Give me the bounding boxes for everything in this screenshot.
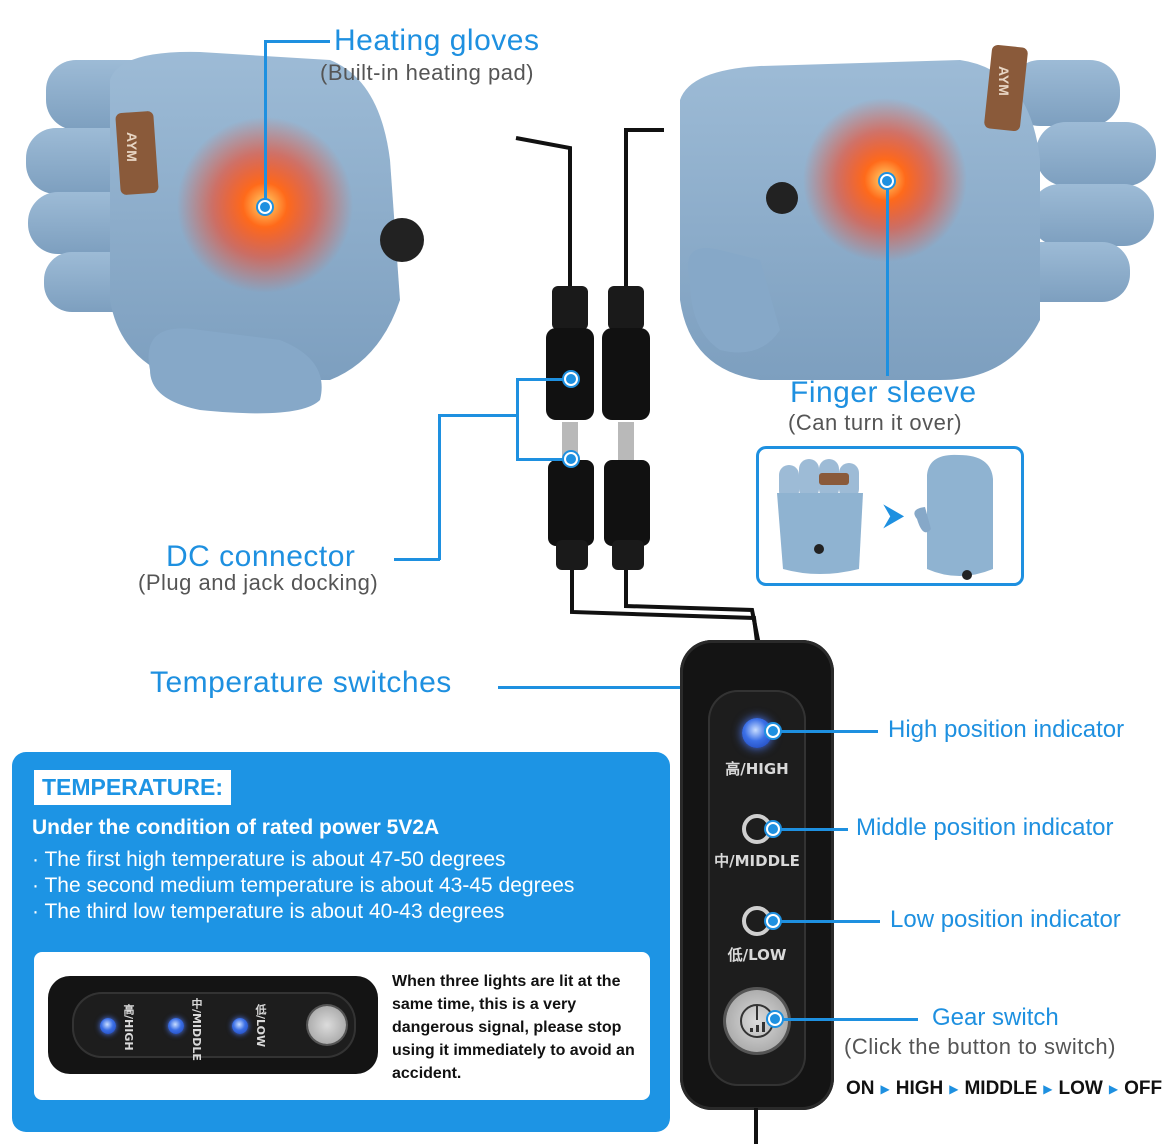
dc-leader-v1 (438, 414, 441, 560)
heating-leader-dot (258, 200, 272, 214)
seq-low: LOW (1058, 1078, 1103, 1099)
cables (515, 128, 761, 640)
temperature-heading: Under the condition of rated power 5V2A (32, 816, 440, 839)
temperature-switches-title: Temperature switches (150, 666, 452, 699)
device-cable (754, 1108, 758, 1144)
seq-middle: MIDDLE (964, 1078, 1038, 1099)
seq-arrow-icon: ▶ (880, 1082, 890, 1096)
glove-patch-left: AYM (124, 132, 140, 162)
temp-switch-leader (498, 686, 752, 689)
middle-label: 中/MIDDLE (714, 852, 800, 870)
dc-leader-dot-top (564, 372, 578, 386)
glove-patch-right: AYM (996, 66, 1012, 96)
sleeve-leader-v (886, 180, 889, 376)
seq-high: HIGH (895, 1078, 944, 1099)
mini-low-label: 低/LOW (254, 1004, 267, 1048)
mini-low-led (232, 1018, 248, 1034)
seq-arrow-icon: ▶ (1043, 1082, 1053, 1096)
middle-leader-dot (766, 822, 780, 836)
mini-controller: 高/HIGH 中/MIDDLE 低/LOW (48, 976, 378, 1074)
low-leader-dot (766, 914, 780, 928)
middle-leader (772, 828, 848, 831)
dc-leader-v2 (516, 378, 519, 460)
mini-controller-panel: 高/HIGH 中/MIDDLE 低/LOW (72, 992, 356, 1061)
heating-gloves-subtitle: (Built-in heating pad) (320, 60, 535, 85)
heating-gloves-title: Heating gloves (334, 24, 540, 57)
mini-middle-led (168, 1018, 184, 1034)
high-label: 高/HIGH (725, 760, 789, 778)
heating-leader-v (264, 40, 267, 206)
finger-sleeve-subtitle: (Can turn it over) (788, 410, 963, 435)
heating-leader-h (264, 40, 330, 43)
dc-leader-h4 (516, 458, 570, 461)
gear-leader-dot (768, 1012, 782, 1026)
dc-connector-subtitle: (Plug and jack docking) (138, 570, 379, 595)
mini-high-label: 高/HIGH (122, 1004, 135, 1051)
low-leader (772, 920, 880, 923)
high-leader-dot (766, 724, 780, 738)
gear-switch-subtitle: (Click the button to switch) (844, 1034, 1116, 1059)
switch-sequence: ON ▶ HIGH ▶ MIDDLE ▶ LOW ▶ OFF (846, 1078, 1162, 1100)
seq-arrow-icon: ▶ (1108, 1082, 1119, 1096)
dc-leader-h2 (438, 414, 518, 417)
dc-connector-title: DC connector (166, 540, 356, 573)
middle-indicator-label: Middle position indicator (856, 814, 1114, 841)
seq-arrow-icon: ▶ (949, 1082, 959, 1096)
controller-panel: 高/HIGH 中/MIDDLE 低/LOW (708, 690, 806, 1086)
temperature-tag: TEMPERATURE: (34, 770, 232, 805)
seq-off: OFF (1124, 1078, 1163, 1099)
mini-power-icon (308, 1006, 346, 1044)
high-indicator-label: High position indicator (888, 716, 1125, 743)
right-glove (680, 44, 1156, 380)
temperature-controller: 高/HIGH 中/MIDDLE 低/LOW (680, 640, 834, 1110)
temperature-info-box: TEMPERATURE: Under the condition of rate… (12, 752, 670, 1132)
gear-switch-title: Gear switch (932, 1004, 1059, 1031)
left-glove (26, 51, 424, 414)
dc-leader-h1 (394, 558, 440, 561)
low-indicator-label: Low position indicator (890, 906, 1121, 933)
seq-on: ON (846, 1078, 875, 1099)
mini-high-led (100, 1018, 116, 1034)
mini-middle-label: 中/MIDDLE (190, 998, 203, 1061)
finger-sleeve-demo: ⮞ (756, 446, 1024, 586)
dc-leader-h3 (516, 378, 570, 381)
low-label: 低/LOW (727, 946, 787, 964)
finger-sleeve-title: Finger sleeve (790, 376, 977, 409)
warning-card: 高/HIGH 中/MIDDLE 低/LOW When three lights … (34, 952, 650, 1100)
sleeve-demo-illustration: ⮞ (777, 454, 993, 580)
warning-text: When three lights are lit at the same ti… (392, 973, 635, 1082)
high-leader (772, 730, 878, 733)
temperature-line-low: · The third low temperature is about 40-… (32, 900, 505, 923)
temperature-line-medium: · The second medium temperature is about… (32, 874, 575, 897)
sleeve-arrow-icon: ⮞ (883, 498, 905, 533)
dc-leader-dot-bottom (564, 452, 578, 466)
sleeve-leader-dot (880, 174, 894, 188)
gear-leader (774, 1018, 918, 1021)
temperature-line-high: · The first high temperature is about 47… (32, 848, 506, 871)
dc-connectors (546, 286, 650, 570)
